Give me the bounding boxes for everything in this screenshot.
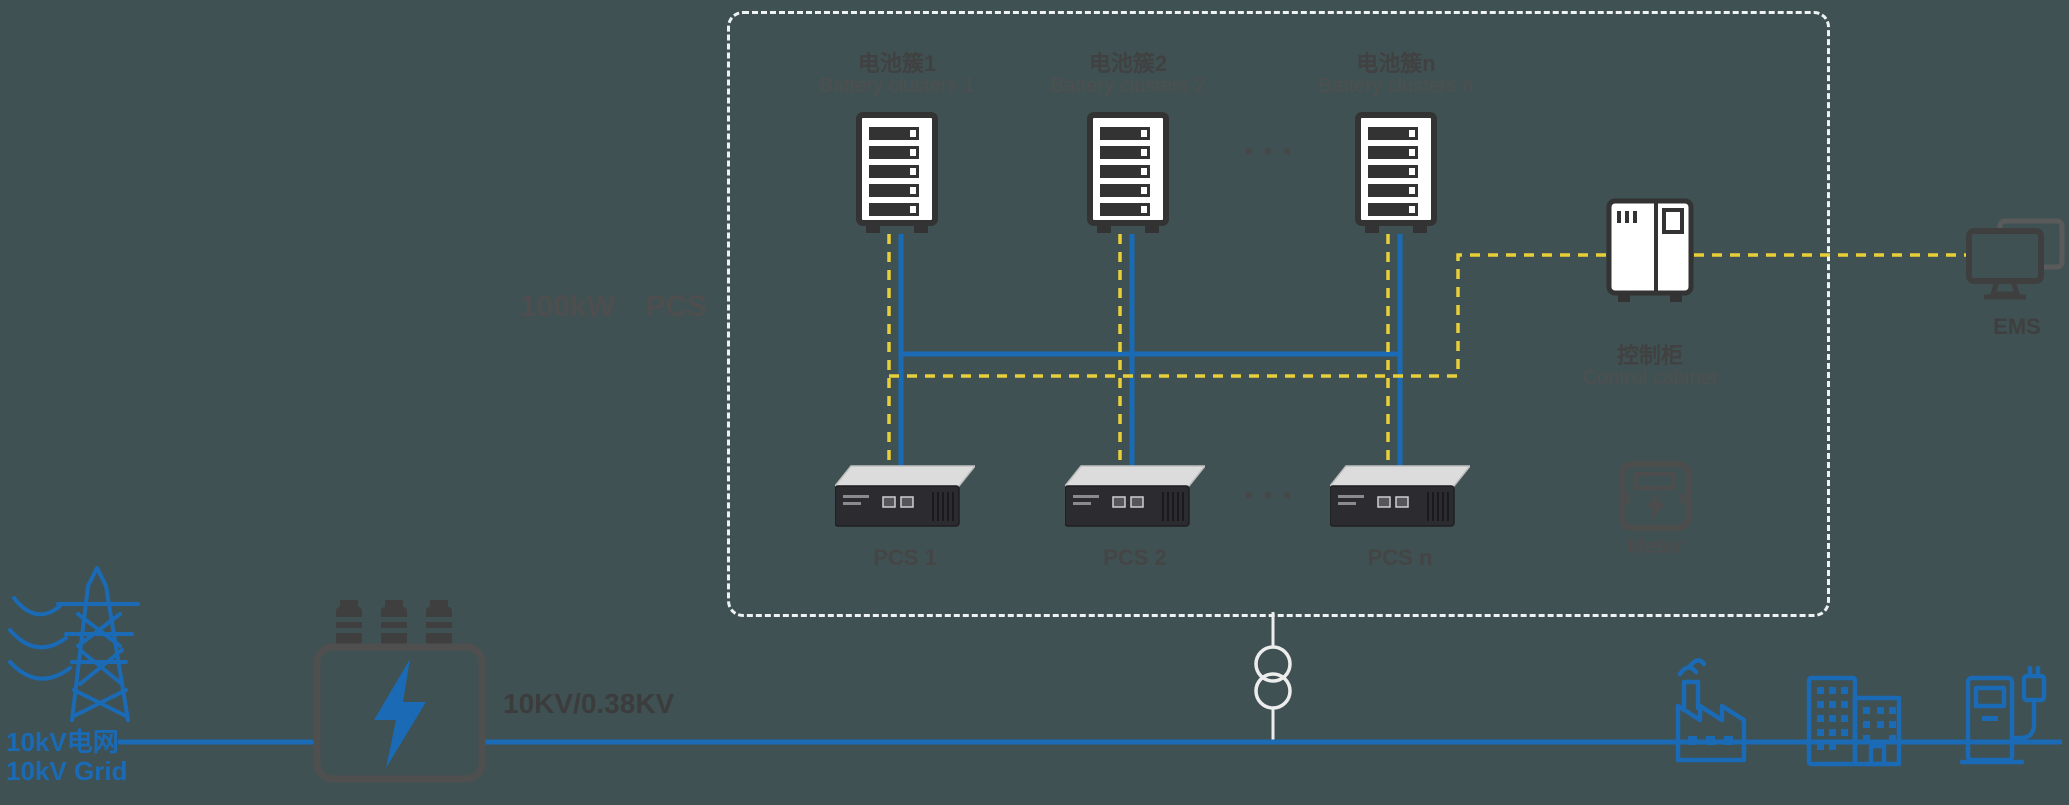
comm-bus-to-cabinet xyxy=(889,253,1606,378)
transformer-icon xyxy=(310,596,492,788)
power-rating-label: 100kW PCS xyxy=(520,290,708,323)
battery-cluster-1-label-en: Battery clusters 1 xyxy=(819,75,975,97)
transformer-ratio-label: 10KV/0.38KV xyxy=(503,688,675,719)
meter-icon xyxy=(1618,460,1692,532)
battery-rack-n-icon xyxy=(1355,112,1437,236)
grid-label-zh: 10kV电网 xyxy=(6,727,119,757)
pcs-unit-n-icon xyxy=(1328,464,1472,530)
meter-label: Meter xyxy=(1626,535,1684,558)
lightning-bolt-icon xyxy=(374,659,426,768)
pcs-unit-1-icon xyxy=(833,464,977,530)
buildings-icon xyxy=(1803,672,1913,768)
pcs-2-label: PCS 2 xyxy=(1103,545,1167,570)
battery-cluster-n-label-en: Battery clusters n xyxy=(1318,75,1474,97)
battery-cluster-n-label-zh: 电池簇n xyxy=(1356,51,1436,76)
factory-icon xyxy=(1672,658,1754,766)
battery-cluster-2-label-zh: 电池簇2 xyxy=(1088,51,1168,76)
control-cabinet-label-en: Control cabinet xyxy=(1582,367,1718,389)
ems-label: EMS xyxy=(1993,314,2041,339)
control-cabinet-label-zh: 控制柜 xyxy=(1616,343,1683,368)
transformer-symbol-top-circle xyxy=(1254,645,1292,683)
battery-rack-1-icon xyxy=(856,112,938,236)
pcs-unit-2-icon xyxy=(1063,464,1207,530)
cluster-ellipsis: ··· xyxy=(1243,130,1301,174)
ems-monitor-icon xyxy=(1966,218,2068,304)
control-cabinet-icon xyxy=(1606,198,1694,304)
ev-charger-icon xyxy=(1959,664,2056,768)
grid-label-en: 10kV Grid xyxy=(6,756,128,786)
pcs-1-label: PCS 1 xyxy=(873,545,937,570)
battery-rack-2-icon xyxy=(1087,112,1169,236)
pcs-ellipsis: ··· xyxy=(1243,474,1301,518)
battery-cluster-1-label-zh: 电池簇1 xyxy=(857,51,937,76)
transformer-symbol-bottom-circle xyxy=(1254,672,1292,710)
pcs-system-boundary xyxy=(727,11,1830,617)
battery-cluster-2-label-en: Battery clusters 2 xyxy=(1050,75,1206,97)
pcs-n-label: PCS n xyxy=(1367,545,1433,570)
transformer-bushing-icons xyxy=(336,600,452,645)
grid-tower-icon xyxy=(8,558,150,726)
